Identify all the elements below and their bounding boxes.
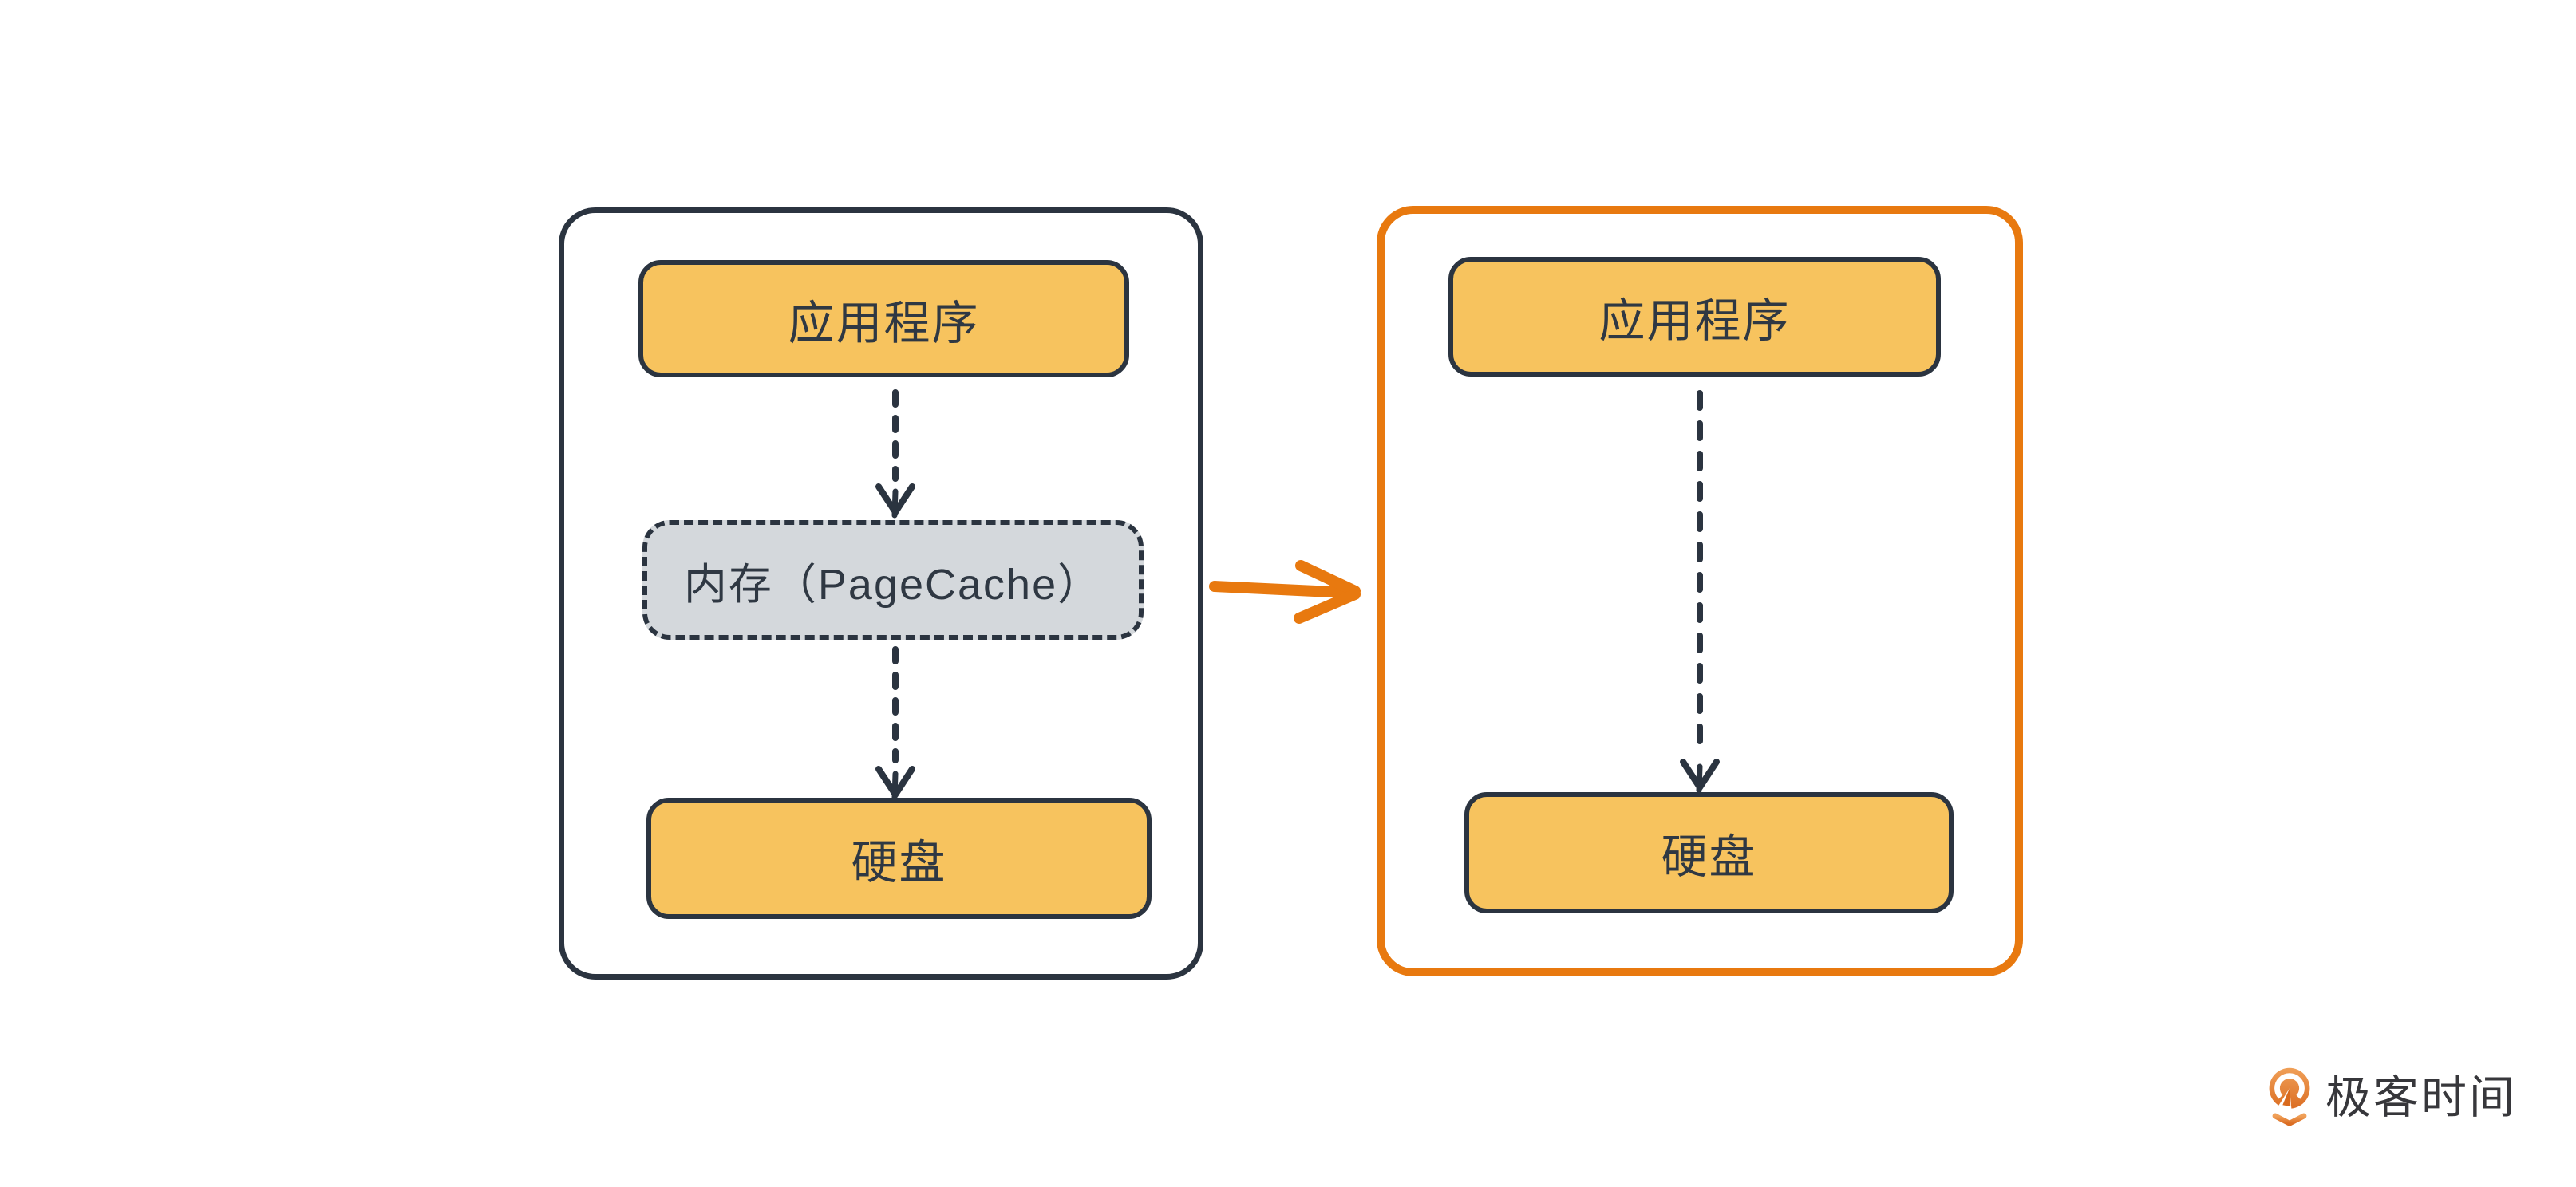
left-panel: 应用程序 内存（PageCache） 硬盘 bbox=[559, 207, 1203, 980]
right-panel: 应用程序 硬盘 bbox=[1377, 206, 2023, 976]
down-arrow-icon bbox=[1680, 390, 1720, 794]
app-box-left: 应用程序 bbox=[638, 260, 1129, 377]
pagecache-box: 内存（PageCache） bbox=[642, 520, 1144, 640]
app-box-left-label: 应用程序 bbox=[788, 297, 980, 349]
pagecache-box-label: 内存（PageCache） bbox=[683, 560, 1103, 609]
disk-box-left-label: 硬盘 bbox=[851, 837, 947, 889]
app-box-right-label: 应用程序 bbox=[1598, 295, 1791, 347]
app-box-right: 应用程序 bbox=[1448, 257, 1941, 377]
transform-arrow-icon bbox=[1209, 560, 1361, 624]
geektime-icon bbox=[2269, 1067, 2310, 1126]
disk-box-left: 硬盘 bbox=[646, 798, 1152, 919]
geektime-logo-text: 极客时间 bbox=[2325, 1072, 2517, 1123]
down-arrow-icon bbox=[875, 389, 915, 519]
disk-box-right-label: 硬盘 bbox=[1661, 831, 1757, 883]
disk-box-right: 硬盘 bbox=[1464, 792, 1954, 913]
geektime-logo: 极客时间 bbox=[2265, 1065, 2517, 1130]
down-arrow-icon bbox=[875, 646, 915, 801]
